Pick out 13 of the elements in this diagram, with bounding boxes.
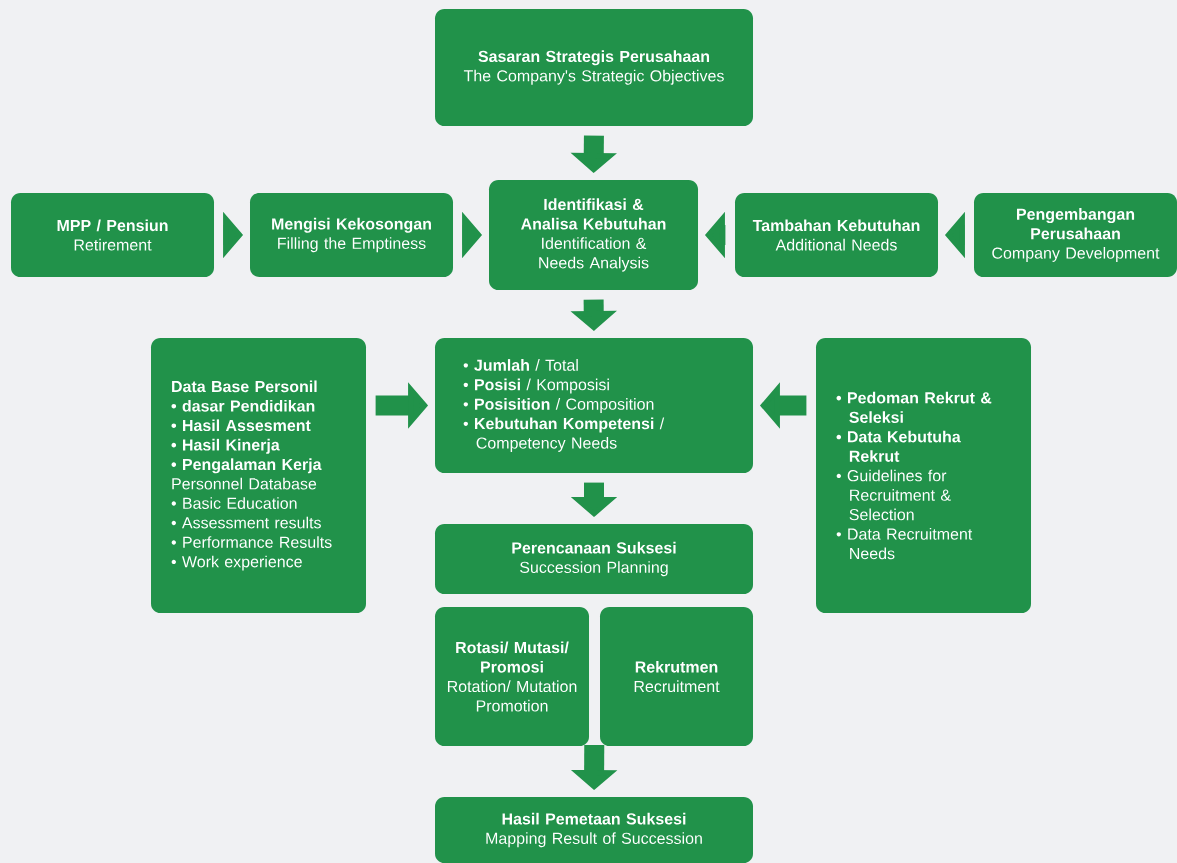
process-box: Data Base Personil • dasar Pendidikan • Hasil Assesment • Hasil Kinerja • Pengalaman Kerja Personnel Database • Basic Education • Assessment results • Performance Results • Work experience — [151, 338, 366, 613]
process-box: Tambahan Kebutuhan Additional Needs — [735, 193, 938, 277]
process-box: Rekrutmen Recruitment — [600, 607, 753, 746]
process-box: Rotasi/ Mutasi/ Promosi Rotation/ Mutation Promotion — [435, 607, 589, 746]
process-box: MPP / Pensiun Retirement — [11, 193, 214, 277]
process-box: Sasaran Strategis Perusahaan The Company's Strategic Objectives — [435, 9, 753, 126]
process-box: • Jumlah / Total • Posisi / Komposisi • Posisition / Composition • Kebutuhan Kompetensi / Competency Needs — [435, 338, 753, 473]
process-box: Perencanaan Suksesi Succession Planning — [435, 524, 753, 594]
process-box: Identifikasi & Analisa Kebutuhan Identification & Needs Analysis — [489, 180, 698, 290]
process-box: Hasil Pemetaan Suksesi Mapping Result of Succession — [435, 797, 753, 863]
process-box: • Pedoman Rekrut & Seleksi • Data Kebutuha Rekrut • Guidelines for Recruitment & Selection • Data Recruitment Needs — [816, 338, 1031, 613]
process-box: Pengembangan Perusahaan Company Development — [974, 193, 1177, 277]
process-box: Mengisi Kekosongan Filling the Emptiness — [250, 193, 453, 277]
